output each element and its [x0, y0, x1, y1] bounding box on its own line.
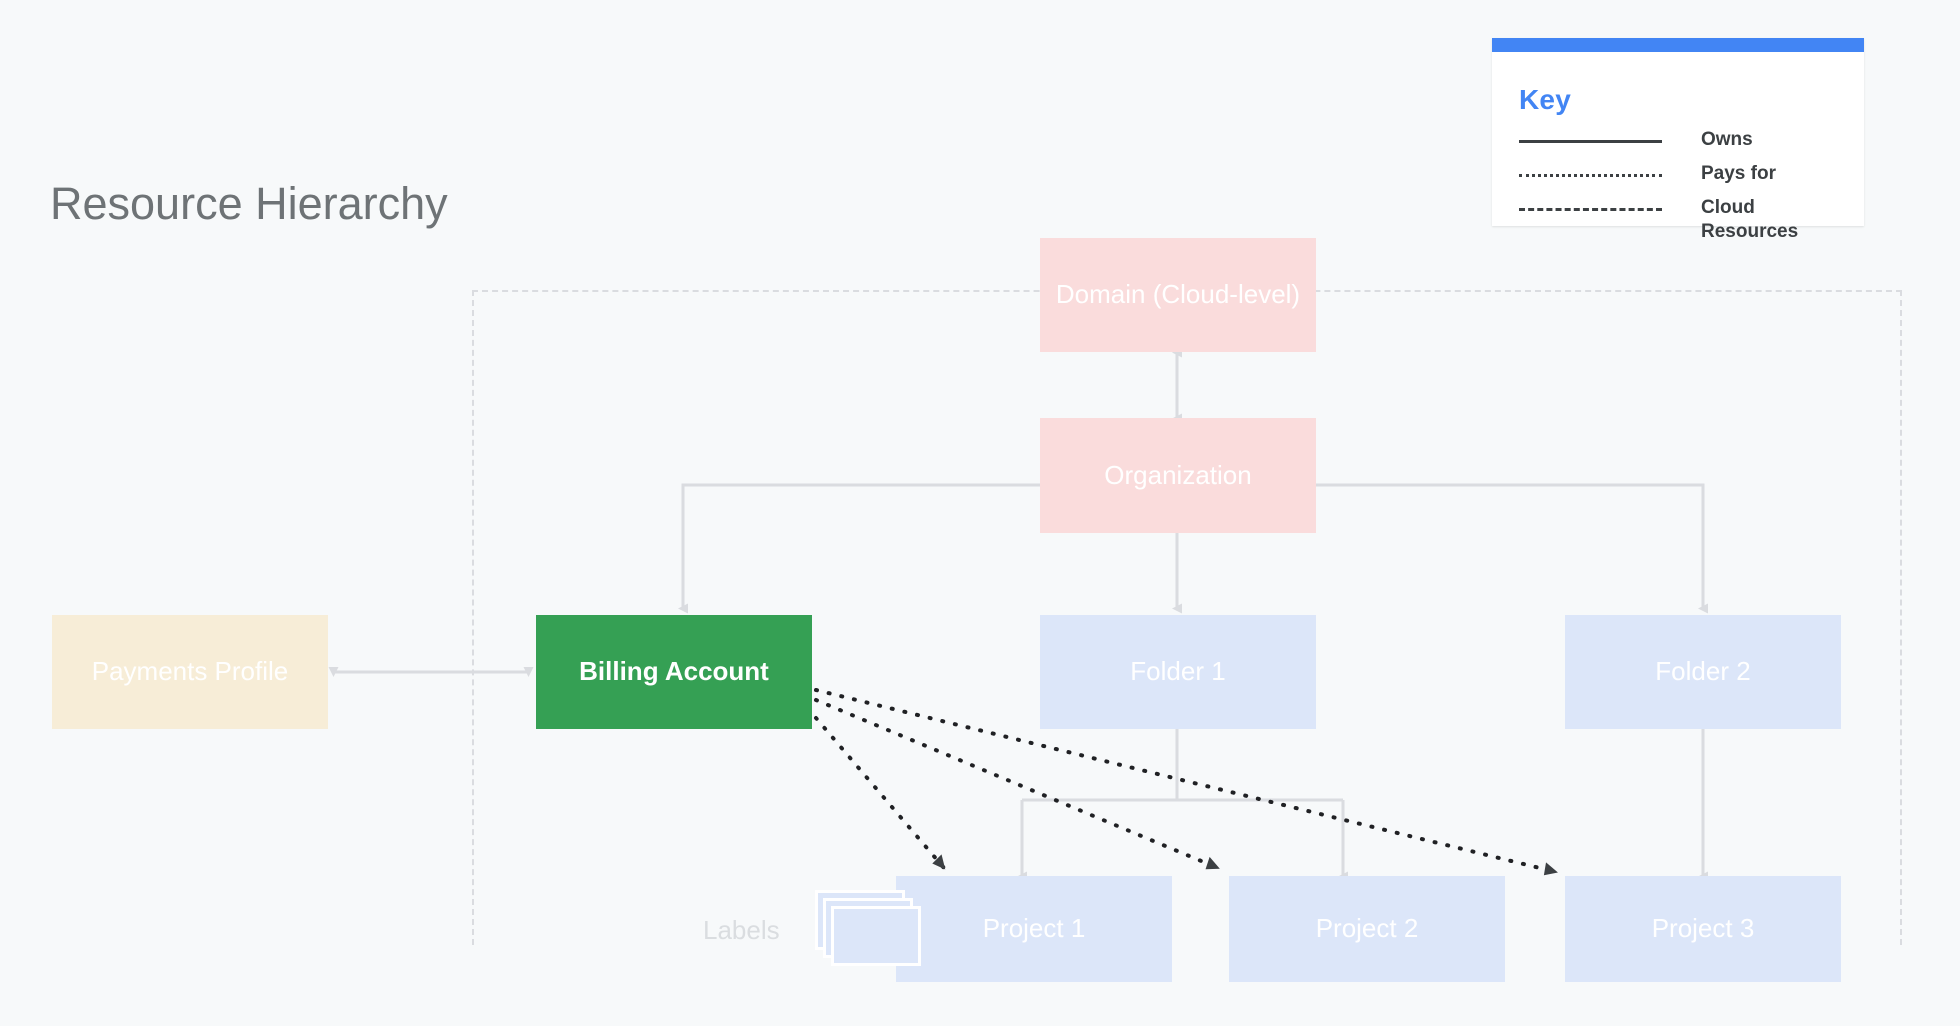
- key-legend-card: Key Owns Pays for Cloud Resources: [1492, 38, 1864, 242]
- node-domain[interactable]: Domain (Cloud-level): [1040, 238, 1316, 352]
- key-title: Key: [1519, 84, 1571, 115]
- key-item-owns: Owns: [1519, 126, 1849, 160]
- key-accent-bar: [1492, 38, 1864, 52]
- key-item-label: Owns: [1701, 129, 1753, 150]
- node-billing-account[interactable]: Billing Account: [536, 615, 812, 729]
- node-project2[interactable]: Project 2: [1229, 876, 1505, 982]
- node-label: Folder 1: [1130, 656, 1226, 687]
- labels-stack-icon[interactable]: [815, 890, 925, 970]
- dotted-line-icon: [1519, 174, 1662, 177]
- label-sheet: [831, 906, 921, 966]
- node-label: Payments Profile: [91, 656, 289, 687]
- key-item-cloud-resources: Cloud Resources: [1519, 194, 1849, 242]
- solid-line-icon: [1519, 140, 1662, 143]
- node-label: Project 2: [1315, 913, 1419, 944]
- node-label: Billing Account: [579, 656, 769, 687]
- key-item-label: Cloud Resources: [1701, 197, 1799, 242]
- node-label: Project 1: [982, 913, 1086, 944]
- node-organization[interactable]: Organization: [1040, 418, 1316, 533]
- dashed-line-icon: [1519, 208, 1662, 211]
- node-payments-profile[interactable]: Payments Profile: [52, 615, 328, 729]
- node-folder1[interactable]: Folder 1: [1040, 615, 1316, 729]
- node-label: Domain (Cloud-level): [1055, 279, 1301, 310]
- labels-caption: Labels: [703, 915, 780, 945]
- node-folder2[interactable]: Folder 2: [1565, 615, 1841, 729]
- page-title: Resource Hierarchy: [50, 178, 448, 229]
- node-label: Project 3: [1651, 913, 1755, 944]
- key-item-label: Pays for: [1701, 163, 1776, 184]
- key-item-pays-for: Pays for: [1519, 160, 1849, 194]
- node-project3[interactable]: Project 3: [1565, 876, 1841, 982]
- node-label: Folder 2: [1655, 656, 1751, 687]
- node-project1[interactable]: Project 1: [896, 876, 1172, 982]
- node-label: Organization: [1104, 459, 1252, 490]
